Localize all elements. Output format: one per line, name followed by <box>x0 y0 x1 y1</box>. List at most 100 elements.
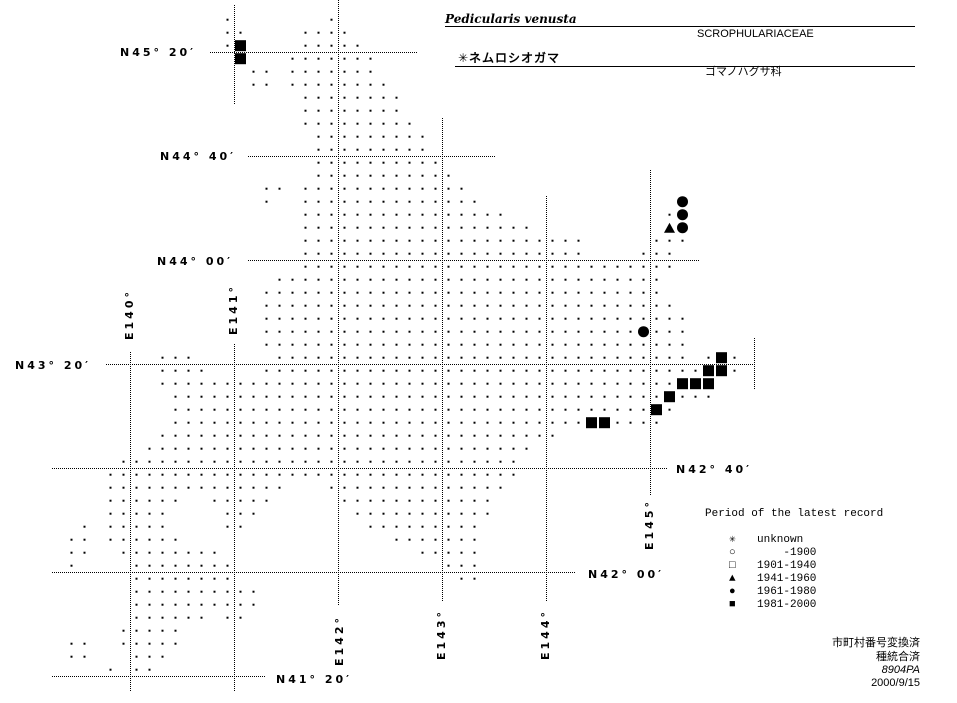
mesh-dot <box>512 421 515 424</box>
mesh-dot <box>200 603 203 606</box>
mesh-dot <box>174 486 177 489</box>
mesh-dot <box>460 278 463 281</box>
lon-label-e142: E142° <box>333 615 346 666</box>
mesh-dot <box>304 31 307 34</box>
mesh-dot <box>616 291 619 294</box>
filled-circle-icon: ● <box>729 586 736 598</box>
mesh-dot <box>629 343 632 346</box>
mesh-dot <box>408 421 411 424</box>
lat-label-n44-00: N44° 00′ <box>157 255 234 268</box>
mesh-dot <box>369 83 372 86</box>
mesh-dot <box>421 291 424 294</box>
mesh-dot <box>70 538 73 541</box>
mesh-dot <box>434 460 437 463</box>
mesh-dot <box>343 57 346 60</box>
mesh-dot <box>395 122 398 125</box>
mesh-dot <box>460 187 463 190</box>
mesh-dot <box>564 252 567 255</box>
mesh-dot <box>551 252 554 255</box>
mesh-dot <box>213 577 216 580</box>
mesh-dot <box>304 200 307 203</box>
mesh-dot <box>122 499 125 502</box>
graticule <box>52 0 755 692</box>
mesh-dot <box>525 434 528 437</box>
mesh-dot <box>317 83 320 86</box>
mesh-dot <box>213 499 216 502</box>
mesh-dot <box>356 421 359 424</box>
mesh-dot <box>551 343 554 346</box>
mesh-dot <box>343 408 346 411</box>
mesh-dot <box>265 473 268 476</box>
mesh-dot <box>408 317 411 320</box>
mesh-dot <box>590 317 593 320</box>
mesh-dot <box>239 616 242 619</box>
mesh-dot <box>616 278 619 281</box>
mesh-dot <box>473 278 476 281</box>
mesh-dot <box>343 460 346 463</box>
mesh-dot <box>343 122 346 125</box>
mesh-dot <box>343 148 346 151</box>
mesh-dot <box>564 291 567 294</box>
lat-label-n43-20: N43° 20′ <box>15 359 92 372</box>
mesh-dot <box>135 512 138 515</box>
mesh-dot <box>460 525 463 528</box>
mesh-dot <box>512 252 515 255</box>
mesh-dot <box>174 460 177 463</box>
mesh-dot <box>356 304 359 307</box>
mesh-dot <box>148 603 151 606</box>
mesh-dot <box>330 486 333 489</box>
record-square-marker <box>690 378 701 390</box>
mesh-dot <box>434 226 437 229</box>
mesh-dot <box>239 434 242 437</box>
mesh-dot <box>408 499 411 502</box>
mesh-dot <box>473 473 476 476</box>
mesh-dot <box>330 369 333 372</box>
mesh-dot <box>668 252 671 255</box>
mesh-dot <box>304 317 307 320</box>
mesh-dot <box>356 486 359 489</box>
mesh-dot <box>408 148 411 151</box>
mesh-dot <box>434 434 437 437</box>
mesh-dot <box>681 356 684 359</box>
mesh-dot <box>629 356 632 359</box>
mesh-dot <box>551 330 554 333</box>
mesh-dot <box>213 447 216 450</box>
mesh-dot <box>226 577 229 580</box>
mesh-dot <box>356 239 359 242</box>
mesh-dot <box>278 187 281 190</box>
mesh-dot <box>460 239 463 242</box>
mesh-dot <box>148 486 151 489</box>
mesh-dot <box>200 421 203 424</box>
mesh-dot <box>642 278 645 281</box>
mesh-dot <box>291 434 294 437</box>
mesh-dot <box>421 525 424 528</box>
mesh-dot <box>616 382 619 385</box>
mesh-dot <box>122 642 125 645</box>
mesh-dot <box>421 460 424 463</box>
mesh-dot <box>551 434 554 437</box>
mesh-dot <box>564 369 567 372</box>
mesh-dot <box>642 382 645 385</box>
mesh-dot <box>317 96 320 99</box>
mesh-dot <box>395 200 398 203</box>
mesh-dot <box>395 499 398 502</box>
mesh-dot <box>356 200 359 203</box>
mesh-dot <box>226 564 229 567</box>
mesh-dot <box>304 434 307 437</box>
mesh-dot <box>187 564 190 567</box>
mesh-dot <box>642 265 645 268</box>
mesh-dot <box>278 278 281 281</box>
mesh-dot <box>499 239 502 242</box>
mesh-dot <box>655 239 658 242</box>
mesh-dot <box>356 499 359 502</box>
mesh-dot <box>304 447 307 450</box>
mesh-dot <box>356 174 359 177</box>
mesh-dot <box>460 395 463 398</box>
lon-label-e141: E141° <box>227 284 240 335</box>
mesh-dot <box>512 434 515 437</box>
record-circle-marker <box>638 326 649 338</box>
footer-merge-note: 種統合済 <box>876 651 920 663</box>
mesh-dot <box>421 434 424 437</box>
mesh-dot <box>135 642 138 645</box>
mesh-dot <box>356 148 359 151</box>
